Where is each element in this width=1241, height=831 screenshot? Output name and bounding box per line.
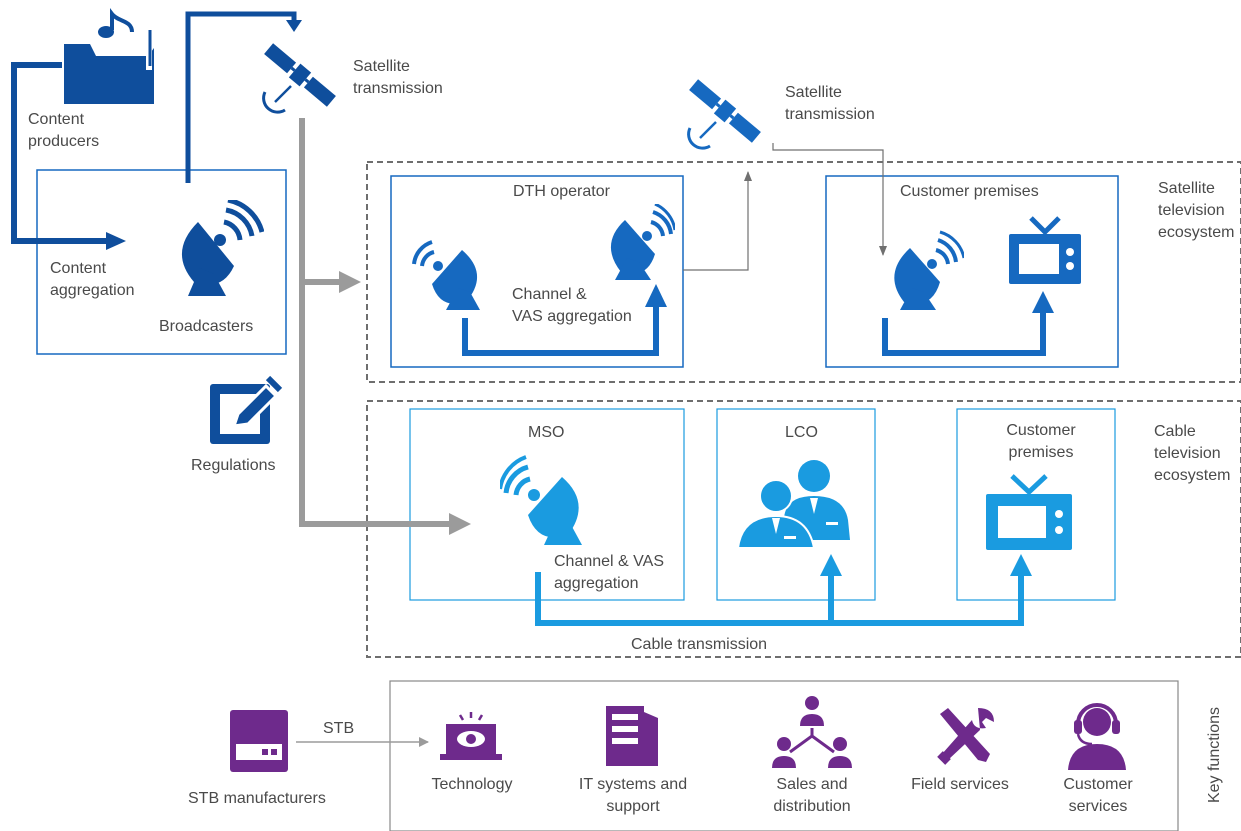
key-function-field-services: Field services — [900, 774, 1020, 796]
regulations-label: Regulations — [191, 457, 276, 474]
dth-aggregation-line1: Channel & — [512, 286, 587, 303]
key-function-customer-services: Customer services — [1048, 774, 1148, 818]
mso-dish-icon — [500, 455, 582, 545]
mso-aggregation-label: Channel & VAS aggregation — [554, 551, 664, 595]
field-services-label-line1: Field services — [911, 776, 1009, 793]
dth-aggregation-label: Channel & VAS aggregation — [512, 284, 632, 328]
sat-customer-premises-title: Customer premises — [900, 183, 1039, 200]
dth-dish-left-icon — [412, 240, 480, 310]
music-folder-icon — [64, 8, 154, 104]
satellite-top-line2: transmission — [353, 80, 443, 97]
customer-services-label-line2: services — [1068, 798, 1128, 815]
cable-customer-premises-box — [956, 408, 1116, 601]
sat-customer-dish-icon — [894, 230, 964, 310]
content-producers-label: Content producers — [28, 109, 99, 153]
content-aggregation-line2: aggregation — [50, 282, 135, 299]
satellite-top-label: Satellite transmission — [353, 56, 443, 100]
dth-uplink-line — [683, 171, 752, 271]
stb-manufacturers-label: STB manufacturers — [188, 790, 326, 807]
cable-ecosystem-label: Cable television ecosystem — [1154, 421, 1230, 487]
key-function-it-systems: IT systems and support — [563, 774, 703, 818]
satellite-icon-top — [262, 43, 336, 114]
server-icon — [606, 706, 658, 766]
broadcaster-dish-icon — [181, 200, 264, 296]
content-producers-line1: Content — [28, 111, 85, 128]
satellite-ecosystem-label: Satellite television ecosystem — [1158, 178, 1234, 244]
satellite-distribution-arrows — [299, 118, 471, 535]
sat-customer-premises-box — [825, 175, 1119, 368]
cable-transmission-arrows — [535, 554, 1032, 626]
it-systems-label-line2: support — [606, 798, 660, 815]
key-functions-box — [389, 680, 1179, 831]
dth-operator-box — [390, 175, 684, 368]
satellite-right-label: Satellite transmission — [785, 82, 875, 126]
tv-icon-cable — [986, 474, 1072, 550]
satellite-right-line1: Satellite — [785, 84, 842, 101]
content-producers-arrow — [11, 62, 126, 250]
cable-ecosystem-line2: television — [1154, 445, 1221, 462]
key-function-sales: Sales and distribution — [752, 774, 872, 818]
eye-laptop-icon — [440, 712, 502, 760]
cable-customer-premises-line2: premises — [1008, 444, 1074, 461]
content-aggregation-line1: Content — [50, 260, 107, 277]
satellite-ecosystem-line1: Satellite — [1158, 180, 1215, 197]
sat-customer-internal-arrow — [882, 291, 1054, 356]
dth-aggregation-line2: VAS aggregation — [512, 308, 632, 325]
content-aggregation-label: Content aggregation — [50, 258, 135, 302]
dth-operator-title: DTH operator — [513, 183, 610, 200]
mso-title: MSO — [528, 424, 565, 441]
dth-internal-arrow — [462, 284, 667, 356]
mso-box — [409, 408, 685, 601]
satellite-ecosystem-dashed-box — [366, 161, 1241, 383]
downlink-line — [772, 143, 887, 256]
sales-label-line2: distribution — [773, 798, 851, 815]
sales-label-line1: Sales and — [776, 776, 848, 793]
lco-people-icon — [736, 460, 850, 549]
satellite-right-line2: transmission — [785, 106, 875, 123]
satellite-ecosystem-line3: ecosystem — [1158, 224, 1235, 241]
broadcasters-uplink-arrow — [185, 11, 302, 183]
tv-icon-satellite — [1009, 216, 1081, 284]
satellite-icon-right — [687, 79, 761, 150]
broadcasters-label: Broadcasters — [159, 318, 254, 335]
org-chart-people-icon — [772, 696, 852, 768]
cable-ecosystem-line1: Cable — [1154, 423, 1196, 440]
technology-label-line1: Technology — [431, 776, 513, 793]
it-systems-label-line1: IT systems and — [578, 776, 688, 793]
stb-label: STB — [323, 720, 355, 737]
cable-customer-premises-title: Customer premises — [996, 420, 1086, 464]
cable-transmission-label: Cable transmission — [631, 636, 768, 653]
cable-ecosystem-dashed-box — [366, 400, 1241, 658]
dth-dish-right-icon — [610, 204, 675, 280]
mso-aggregation-line1: Channel & VAS — [554, 553, 664, 570]
key-functions-title: Key functions — [1206, 706, 1223, 804]
satellite-ecosystem-line2: television — [1158, 202, 1225, 219]
customer-services-label-line1: Customer — [1063, 776, 1133, 793]
content-producers-line2: producers — [28, 133, 100, 150]
lco-title: LCO — [785, 424, 818, 441]
tools-icon — [937, 708, 994, 765]
cable-ecosystem-line3: ecosystem — [1154, 467, 1231, 484]
headset-agent-icon — [1068, 703, 1126, 770]
cable-customer-premises-line1: Customer — [1006, 422, 1076, 439]
stb-device-icon — [230, 710, 288, 772]
satellite-top-line1: Satellite — [353, 58, 410, 75]
mso-aggregation-line2: aggregation — [554, 575, 639, 592]
lco-box — [716, 408, 876, 601]
key-function-technology: Technology — [412, 774, 532, 796]
regulations-edit-icon — [210, 375, 283, 444]
broadcasters-box — [36, 169, 287, 355]
